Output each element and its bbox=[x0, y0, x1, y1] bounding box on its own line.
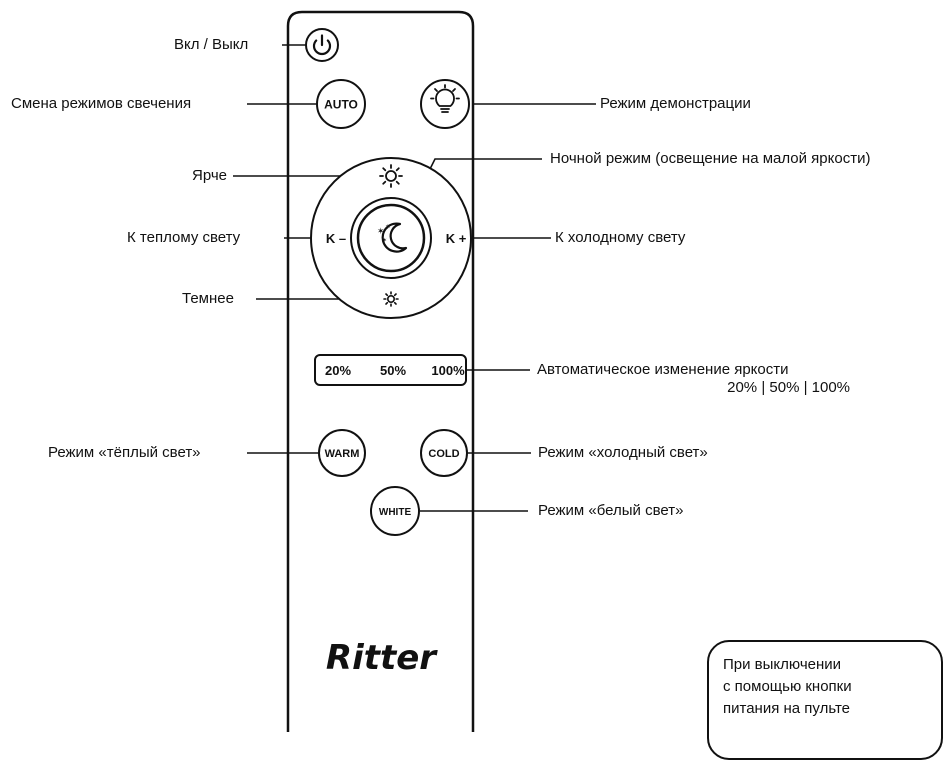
cold-button-label: COLD bbox=[428, 448, 459, 460]
warm-button-label: WARM bbox=[325, 448, 360, 460]
preset-20-button[interactable]: 20% bbox=[325, 363, 351, 378]
svg-text:✶: ✶ bbox=[382, 237, 387, 244]
note-line-3: питания на пульте bbox=[723, 700, 851, 717]
lightbulb-icon bbox=[430, 84, 460, 113]
label-brighter: Ярче bbox=[192, 167, 228, 184]
label-dimmer: Темнее bbox=[182, 290, 234, 307]
power-button[interactable] bbox=[305, 28, 339, 62]
remote-diagram: AUTO bbox=[233, 10, 596, 732]
label-auto-brightness-values: 20% | 50% | 100% bbox=[727, 379, 850, 396]
cold-button[interactable]: COLD bbox=[420, 429, 468, 477]
note-box: При выключении с помощью кнопки питания … bbox=[707, 640, 943, 760]
preset-100-button[interactable]: 100% bbox=[431, 363, 465, 378]
k-plus-button[interactable]: K + bbox=[446, 231, 467, 246]
brightness-presets: 20% 50% 100% bbox=[314, 354, 467, 386]
label-warmer: К теплому свету bbox=[127, 229, 241, 246]
auto-button-label: AUTO bbox=[324, 98, 358, 112]
remote-body bbox=[286, 10, 475, 732]
sun-large-icon bbox=[379, 164, 403, 188]
auto-button[interactable]: AUTO bbox=[316, 79, 366, 129]
brand-logo: Ritter bbox=[326, 638, 438, 678]
label-demo: Режим демонстрации bbox=[600, 95, 751, 112]
dimmer-button[interactable] bbox=[383, 291, 399, 307]
note-line-2: с помощью кнопки bbox=[723, 678, 852, 695]
power-icon bbox=[312, 34, 332, 56]
label-white-mode: Режим «белый свет» bbox=[538, 502, 684, 519]
label-power: Вкл / Выкл bbox=[174, 36, 249, 53]
moon-stars-icon: ✶ ✶ ✶ bbox=[377, 222, 408, 253]
night-mode-button[interactable]: ✶ ✶ ✶ bbox=[350, 197, 432, 279]
warm-button[interactable]: WARM bbox=[318, 429, 366, 477]
label-mode-cycle: Смена режимов свечения bbox=[11, 95, 192, 112]
demo-button[interactable] bbox=[420, 79, 470, 129]
label-warm-mode: Режим «тёплый свет» bbox=[48, 444, 201, 461]
note-line-1: При выключении bbox=[723, 656, 842, 673]
svg-text:✶: ✶ bbox=[385, 223, 391, 231]
sun-small-icon bbox=[383, 291, 399, 307]
label-auto-brightness: Автоматическое изменение яркости bbox=[537, 361, 789, 378]
label-cold-mode: Режим «холодный свет» bbox=[538, 444, 708, 461]
svg-text:✶: ✶ bbox=[377, 227, 385, 237]
white-button[interactable]: WHITE bbox=[370, 486, 420, 536]
preset-50-button[interactable]: 50% bbox=[380, 363, 406, 378]
label-night: Ночной режим (освещение на малой яркости… bbox=[550, 150, 871, 167]
brighter-button[interactable] bbox=[379, 164, 403, 188]
white-button-label: WHITE bbox=[379, 507, 412, 518]
label-cooler: К холодному свету bbox=[555, 229, 686, 246]
k-minus-button[interactable]: K – bbox=[326, 231, 346, 246]
